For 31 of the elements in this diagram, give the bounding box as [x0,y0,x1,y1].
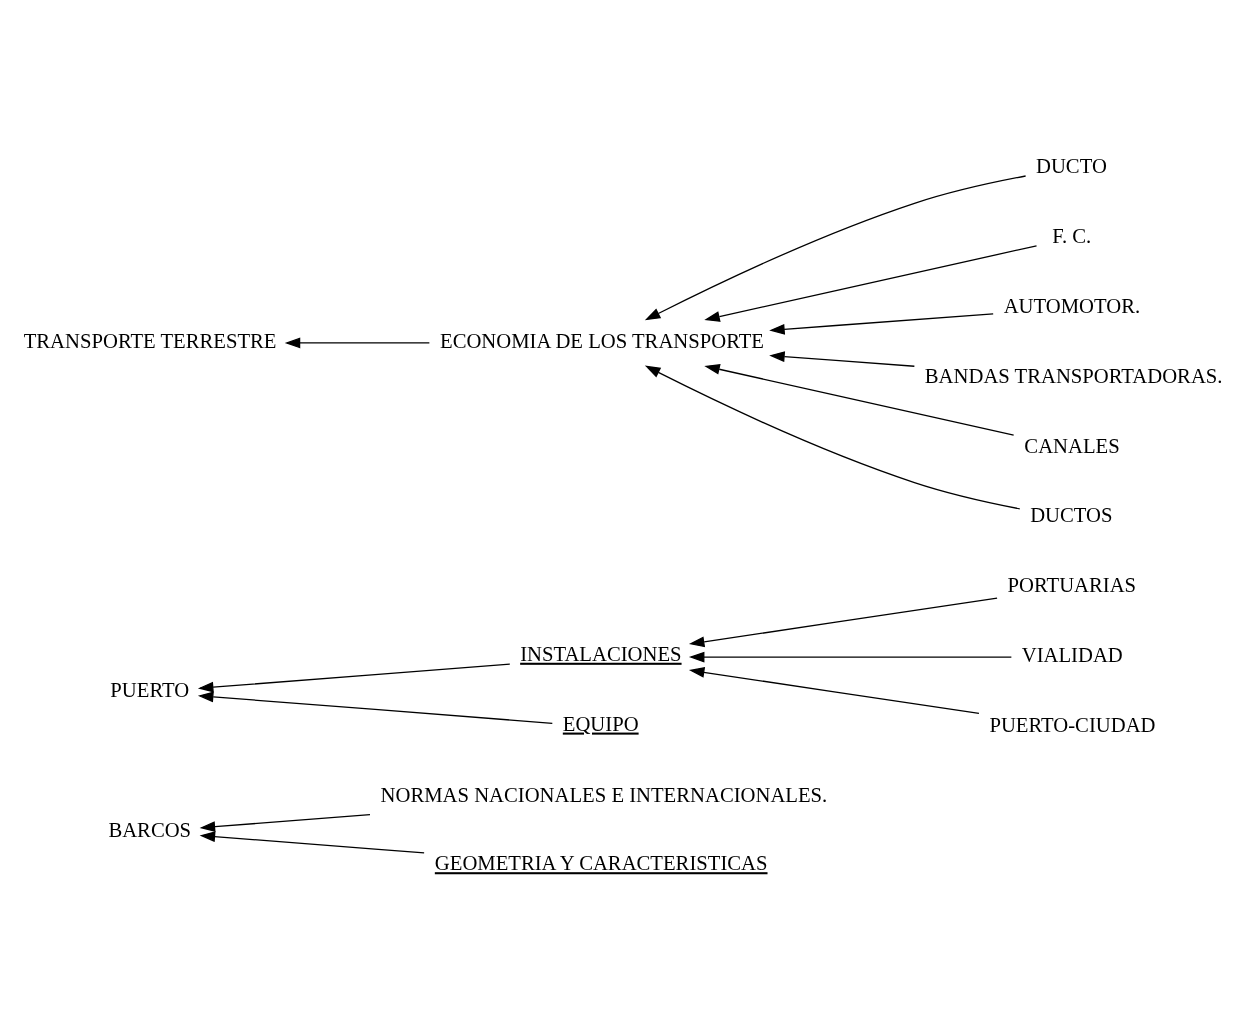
node-text: VIALIDAD [1021,643,1123,666]
arrow [688,597,998,647]
node-text: AUTOMOTOR. [1003,294,1141,317]
node-text: BANDAS TRANSPORTADORAS. [924,364,1223,387]
node-text: F. C. [1052,224,1092,247]
arrow [704,244,1038,322]
arrow [704,363,1015,436]
arrow [688,666,980,714]
node-text: DUCTO [1035,154,1107,177]
arrow [769,350,916,367]
arrow [199,813,371,832]
node-text: PUERTO [110,678,190,701]
node-text: CANALES [1024,434,1120,457]
arrow [644,174,1027,320]
node-text: DUCTOS [1030,503,1113,526]
arrow [199,830,425,854]
node-text: INSTALACIONES [520,642,682,665]
node-text: EQUIPO [562,712,639,735]
arrow [197,662,511,693]
node-text: GEOMETRIA Y CARACTERISTICAS [434,851,768,874]
arrow [769,312,994,335]
node-text: BARCOS [108,818,192,841]
arrow [688,651,1012,663]
node-text: PORTUARIAS [1007,573,1137,596]
arrow [644,365,1021,509]
arrow [284,337,430,348]
arrow [197,690,553,724]
node-text: PUERTO-CIUDAD [989,713,1156,736]
node-text: TRANSPORTE TERRESTRE [23,329,277,352]
node-text: NORMAS NACIONALES E INTERNACIONALES. [380,783,828,806]
node-text: ECONOMIA DE LOS TRANSPORTE [440,329,765,352]
